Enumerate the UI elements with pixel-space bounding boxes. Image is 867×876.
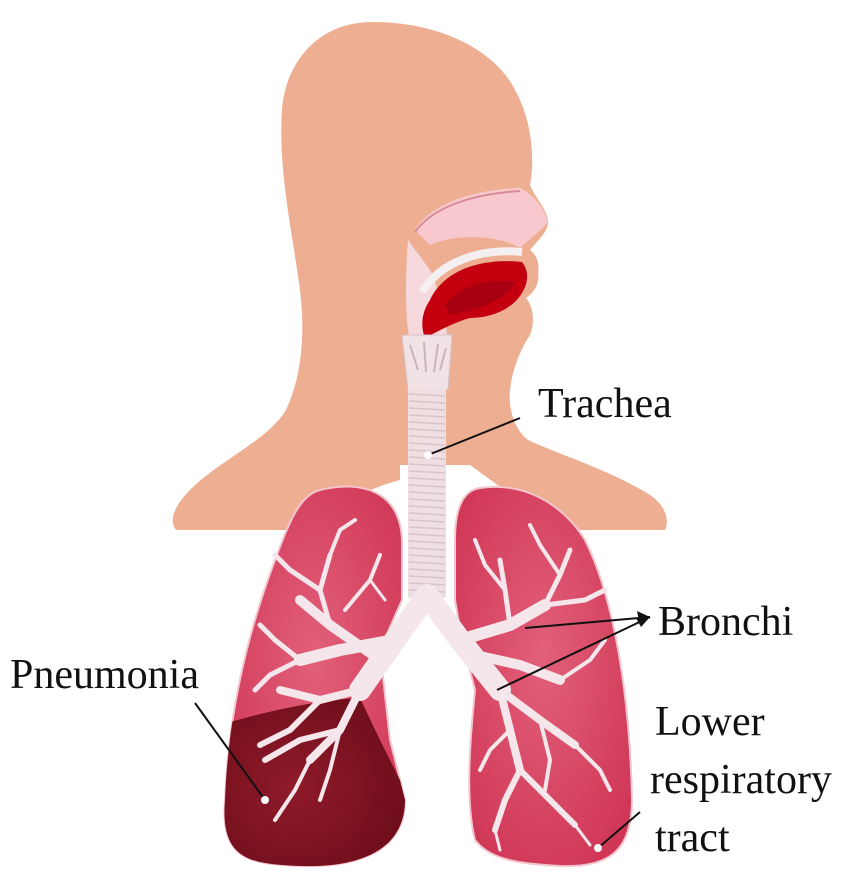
lower-tract-label-line2: respiratory [650, 757, 832, 803]
leader-arrowheads [636, 611, 650, 627]
pneumonia-label: Pneumonia [10, 652, 199, 698]
trachea-label: Trachea [538, 381, 672, 427]
larynx [402, 335, 452, 390]
lower-tract-label-line1: Lower [655, 699, 765, 745]
lower-tract-label-line3: tract [655, 815, 730, 861]
bronchi-label: Bronchi [658, 599, 793, 645]
